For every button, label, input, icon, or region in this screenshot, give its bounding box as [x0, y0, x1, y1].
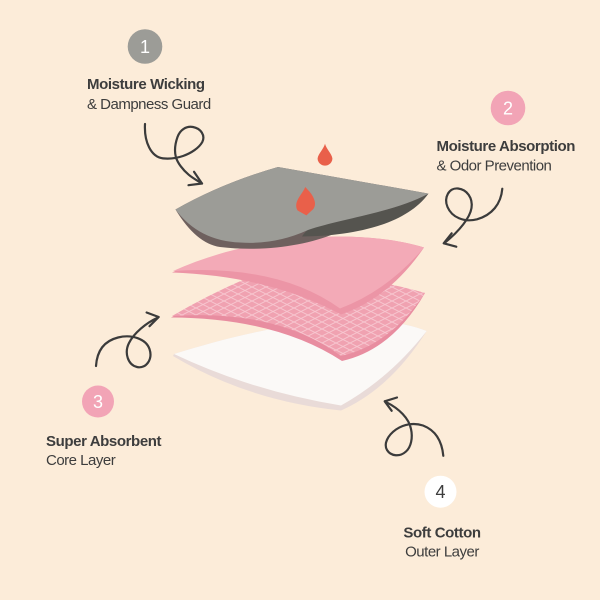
svg-text:Super Absorbent: Super Absorbent: [46, 433, 162, 450]
svg-text:1: 1: [140, 37, 150, 57]
svg-text:Moisture Wicking: Moisture Wicking: [87, 76, 205, 93]
svg-text:2: 2: [503, 99, 513, 119]
svg-text:Soft Cotton: Soft Cotton: [403, 525, 480, 542]
svg-text:Core Layer: Core Layer: [46, 452, 116, 469]
svg-text:Moisture Absorption: Moisture Absorption: [437, 138, 576, 155]
svg-text:4: 4: [435, 482, 445, 502]
svg-text:& Dampness Guard: & Dampness Guard: [87, 96, 211, 113]
svg-text:3: 3: [93, 392, 103, 412]
svg-text:& Odor Prevention: & Odor Prevention: [437, 158, 552, 175]
svg-text:Outer Layer: Outer Layer: [405, 544, 479, 561]
